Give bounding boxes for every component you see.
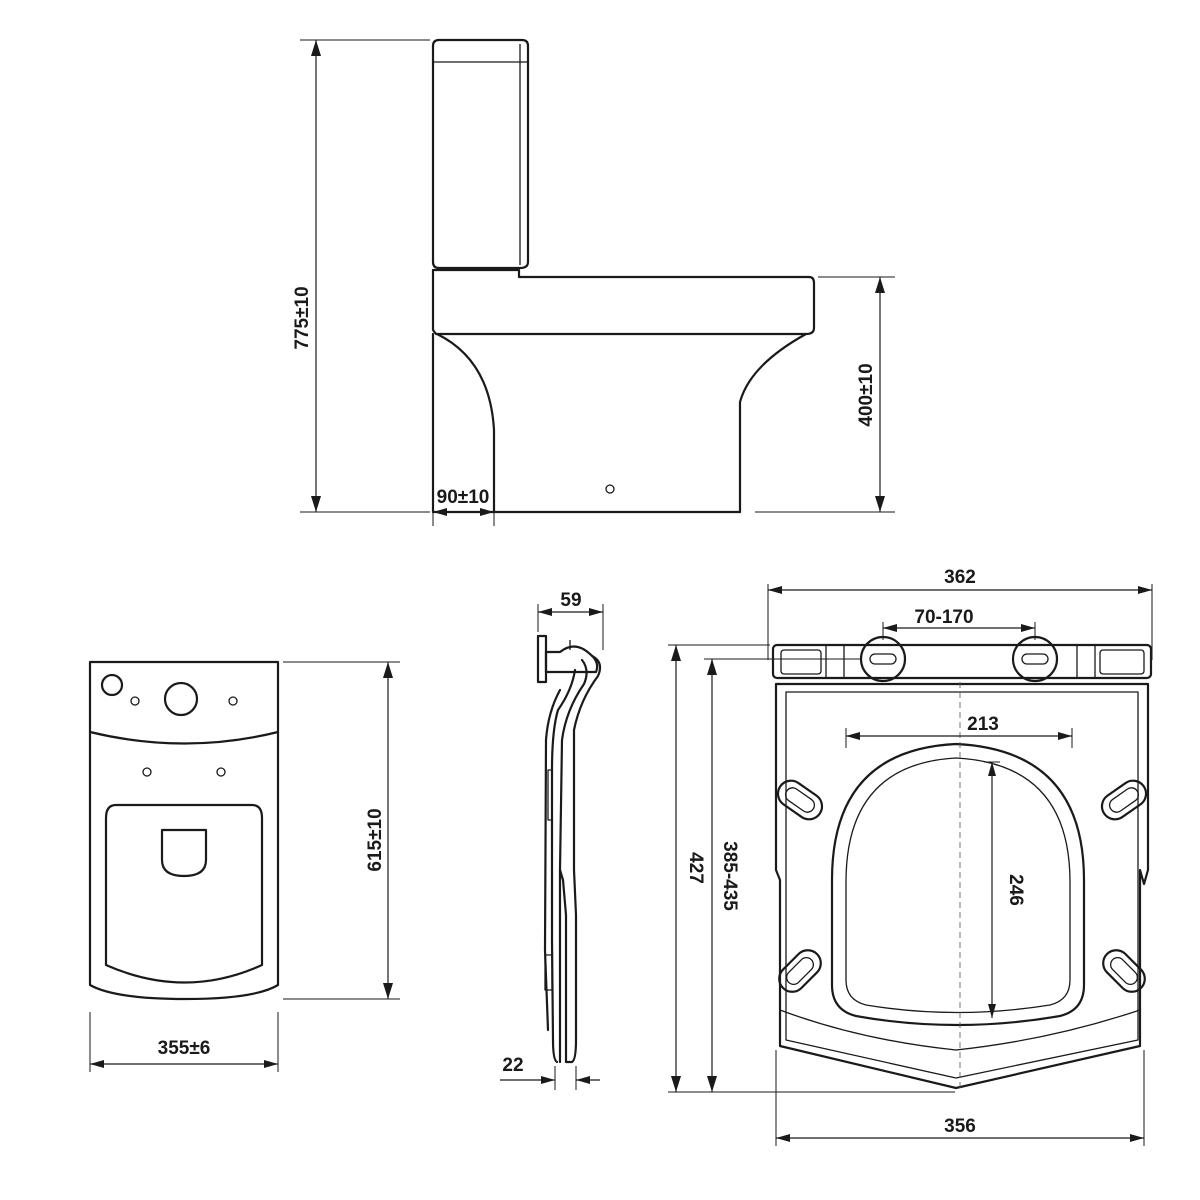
hinge-block-left	[780, 649, 822, 675]
opening-length-label: 246	[1005, 874, 1026, 906]
hinge-hole-right	[216, 767, 226, 777]
buffer-pad-bottom-left	[778, 949, 822, 993]
lid-hole-right	[228, 696, 238, 706]
buffer-top	[547, 769, 553, 821]
lid-hole-left	[130, 696, 140, 706]
hinge-plate	[536, 634, 548, 684]
buffer-pad-bottom-right	[1102, 949, 1146, 993]
seat-outer-outline	[774, 682, 1150, 1090]
flush-button-large	[163, 681, 199, 717]
hinge-knuckle	[544, 645, 599, 674]
seat-profile-view: 59 22	[500, 590, 604, 1090]
seat-overall-width-label: 362	[944, 567, 976, 588]
seat-height-label: 400±10	[856, 363, 877, 426]
plan-view: 615±10 355±6	[88, 660, 400, 1072]
seat-overall-length-label: 427	[685, 852, 706, 884]
flush-button-small	[100, 673, 124, 697]
seat-outer-profile	[558, 654, 602, 1064]
seat-plan-view: 362 70-170 213 246 427 385-435	[668, 567, 1153, 1146]
overall-height-label: 775±10	[292, 286, 313, 349]
rim-outline	[104, 803, 264, 984]
seat-opening-outer	[830, 742, 1086, 1027]
cistern-front-edge	[88, 730, 280, 745]
seat-thickness-label: 22	[502, 1055, 523, 1076]
pan-front-curve	[435, 332, 496, 514]
buffer-pad-top-left	[776, 779, 824, 821]
fixing-slot-left	[869, 653, 897, 665]
bowl-opening	[160, 828, 208, 878]
cistern-outline	[431, 38, 530, 270]
plan-width-label: 355±6	[158, 1038, 211, 1059]
seat-inner-profile	[558, 658, 588, 1064]
opening-width-label: 213	[967, 714, 999, 735]
hinge-block-right	[1099, 649, 1145, 675]
hinge-bar	[771, 643, 1153, 680]
hinge-hole-left	[142, 767, 152, 777]
hinge-fixing-left	[859, 635, 907, 683]
seat-inner-outline	[785, 691, 1139, 1079]
fixing-slot-right	[1021, 653, 1049, 665]
seat-bottom-width-label: 356	[944, 1116, 976, 1137]
outlet-offset-label: 90±10	[437, 487, 490, 508]
plan-outline	[88, 660, 280, 1001]
fixing-range-label: 385-435	[719, 841, 740, 911]
seat-mid-profile	[550, 668, 577, 1064]
pan-outline	[431, 268, 816, 336]
pan-back-curve	[738, 332, 808, 514]
hinge-cap-right	[1076, 644, 1096, 679]
side-elevation: 775±10 400±10 90±10	[292, 38, 895, 526]
plan-depth-label: 615±10	[365, 808, 386, 871]
buffer-pad-top-right	[1100, 779, 1148, 821]
hinge-cap-left	[825, 644, 845, 679]
hinge-depth-label: 59	[560, 590, 581, 611]
seat-back-profile	[543, 688, 562, 1032]
seat-opening-inner	[845, 757, 1071, 1014]
hinge-fixing-right	[1011, 635, 1059, 683]
hinge-spacing-label: 70-170	[914, 607, 973, 628]
seat-front-edge	[779, 1009, 1141, 1051]
fixing-hole	[605, 484, 615, 494]
buffer-bottom	[544, 954, 553, 991]
